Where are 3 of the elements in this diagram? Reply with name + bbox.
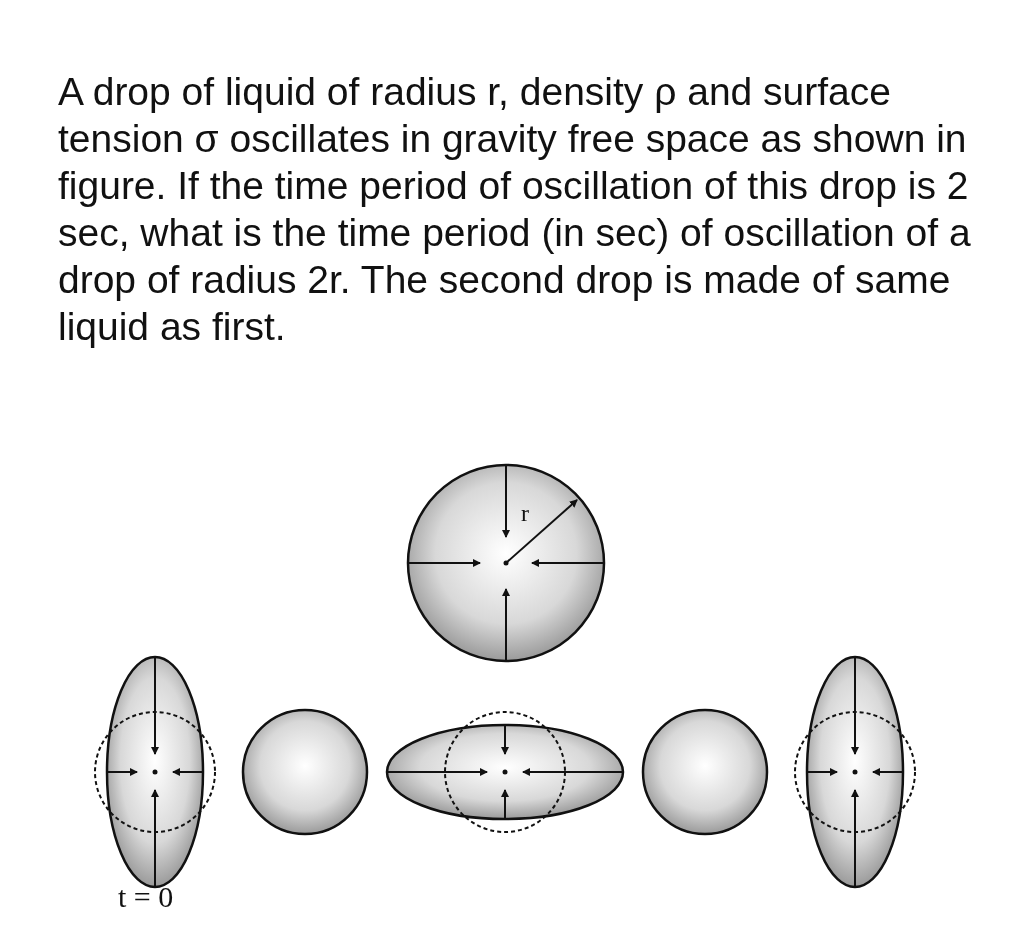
- radius-label: r: [521, 500, 529, 527]
- question-text: A drop of liquid of radius r, density ρ and surface tension σ oscillates in gravity free space as shown in figure. If the time period of oscillation of this drop is 2 sec, what is the time period (in sec) of oscillation of a drop of radius 2r. The second drop is made of same liquid as first.: [58, 69, 972, 350]
- time-label: t = 0: [118, 880, 174, 914]
